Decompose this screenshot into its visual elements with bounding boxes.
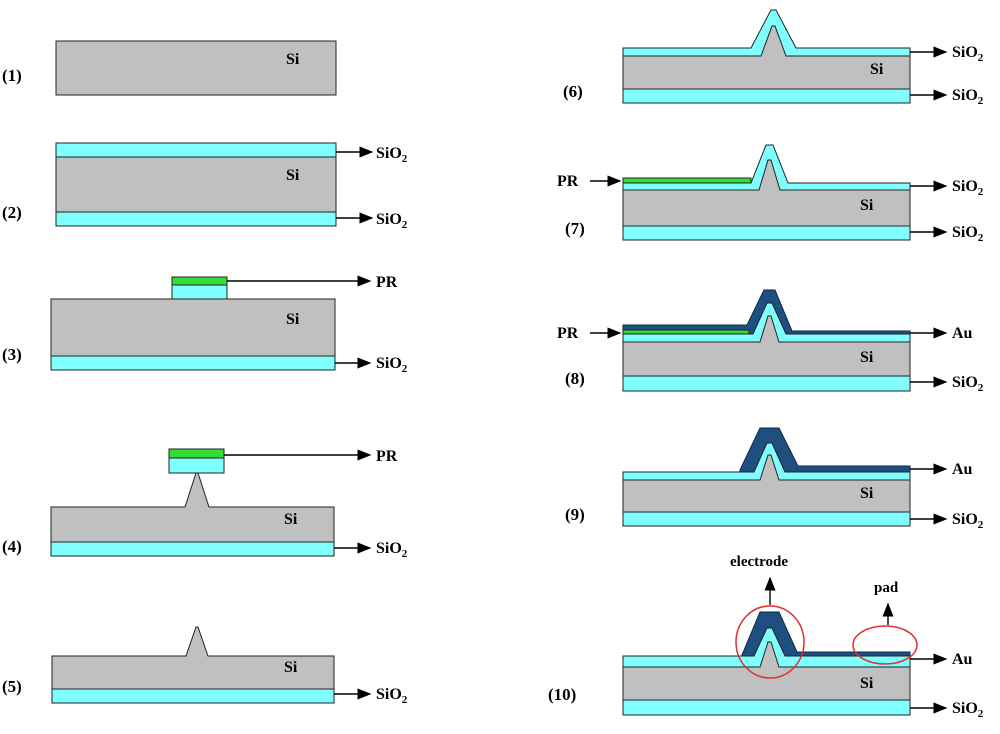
step-7-bottom-sio2-label: SiO2 xyxy=(952,224,984,244)
step-10-number: (10) xyxy=(548,685,576,704)
step-9-number: (9) xyxy=(565,505,585,524)
step-3-si-label: Si xyxy=(286,311,300,328)
step-7-bottom-oxide xyxy=(622,225,911,241)
step-9: (9) Si Au SiO2 xyxy=(565,427,984,531)
step-4-silicon-tip xyxy=(50,472,335,543)
step-10-pad-highlight xyxy=(852,625,918,665)
step-6-si-label: Si xyxy=(870,61,884,78)
step-2-silicon xyxy=(55,156,337,213)
step-5-si-label: Si xyxy=(284,659,298,676)
step-5: (5) Si SiO2 xyxy=(2,626,408,706)
step-10-au-label: Au xyxy=(952,651,973,668)
step-10-sio2-label: SiO2 xyxy=(952,700,984,720)
step-9-si-label: Si xyxy=(860,485,874,502)
step-3-silicon xyxy=(50,298,336,357)
step-4-sio2-label: SiO2 xyxy=(376,540,408,560)
step-7: (7) PR Si SiO2 SiO2 xyxy=(557,144,984,244)
step-2-top-sio2-label: SiO2 xyxy=(376,145,408,165)
step-9-au-label: Au xyxy=(952,461,973,478)
step-5-number: (5) xyxy=(2,677,22,696)
step-10-pad-label: pad xyxy=(874,580,899,596)
step-8-sio2-label: SiO2 xyxy=(952,374,984,394)
step-3-sio2-label: SiO2 xyxy=(376,355,408,375)
step-7-pr-label: PR xyxy=(557,173,579,190)
step-1-number: (1) xyxy=(2,66,22,85)
step-5-silicon-tip xyxy=(51,626,335,690)
step-4-pr-label: PR xyxy=(376,448,398,465)
step-5-sio2-label: SiO2 xyxy=(376,686,408,706)
step-3: (3) Si PR SiO2 xyxy=(2,274,408,375)
step-3-oxide-mask xyxy=(171,284,228,300)
step-3-bottom-oxide xyxy=(50,355,336,371)
step-8: (8) PR Si Au SiO2 xyxy=(557,289,984,394)
step-8-number: (8) xyxy=(565,369,585,388)
step-2: (2) Si SiO2 SiO2 xyxy=(2,142,408,231)
step-10-electrode-label: electrode xyxy=(730,554,788,570)
step-4: (4) Si PR SiO2 xyxy=(2,448,408,560)
step-5-bottom-oxide xyxy=(51,688,335,704)
step-8-si-label: Si xyxy=(860,349,874,366)
step-10-bottom-oxide xyxy=(622,699,911,716)
step-4-si-label: Si xyxy=(284,511,298,528)
step-7-top-sio2-label: SiO2 xyxy=(952,178,984,198)
step-2-si-label: Si xyxy=(286,167,300,184)
step-7-si-label: Si xyxy=(860,197,874,214)
step-7-photoresist xyxy=(622,177,752,184)
step-6-top-sio2-label: SiO2 xyxy=(952,44,984,64)
step-6-number: (6) xyxy=(563,82,583,101)
step-2-bottom-oxide xyxy=(55,211,337,227)
step-3-photoresist xyxy=(171,276,228,286)
step-2-bottom-sio2-label: SiO2 xyxy=(376,211,408,231)
step-8-photoresist xyxy=(622,329,750,335)
step-1: (1) Si xyxy=(2,40,337,96)
step-7-silicon-tip xyxy=(622,159,911,227)
step-9-sio2-label: SiO2 xyxy=(952,511,984,531)
step-9-silicon-tip xyxy=(622,454,911,513)
step-8-au-label: Au xyxy=(952,325,973,342)
step-9-bottom-oxide xyxy=(622,511,911,527)
step-10-si-label: Si xyxy=(860,675,874,692)
step-6-bottom-sio2-label: SiO2 xyxy=(952,87,984,107)
step-4-number: (4) xyxy=(2,537,22,556)
step-4-bottom-oxide xyxy=(50,541,335,557)
step-8-bottom-oxide xyxy=(622,375,911,392)
step-10: (10) Si electrode pad Au SiO2 xyxy=(548,554,984,720)
step-7-number: (7) xyxy=(565,219,585,238)
step-1-si-label: Si xyxy=(286,51,300,68)
step-2-number: (2) xyxy=(2,203,22,222)
step-4-photoresist xyxy=(168,448,225,459)
step-2-top-oxide xyxy=(55,142,337,158)
step-1-silicon xyxy=(55,40,337,96)
step-3-number: (3) xyxy=(2,345,22,364)
step-4-oxide-mask xyxy=(168,457,225,474)
step-10-electrode-highlight xyxy=(735,605,805,679)
step-3-pr-label: PR xyxy=(376,274,398,291)
step-6-bottom-oxide xyxy=(622,88,911,104)
step-6: (6) Si SiO2 SiO2 xyxy=(563,9,984,107)
step-8-pr-label: PR xyxy=(557,325,579,342)
